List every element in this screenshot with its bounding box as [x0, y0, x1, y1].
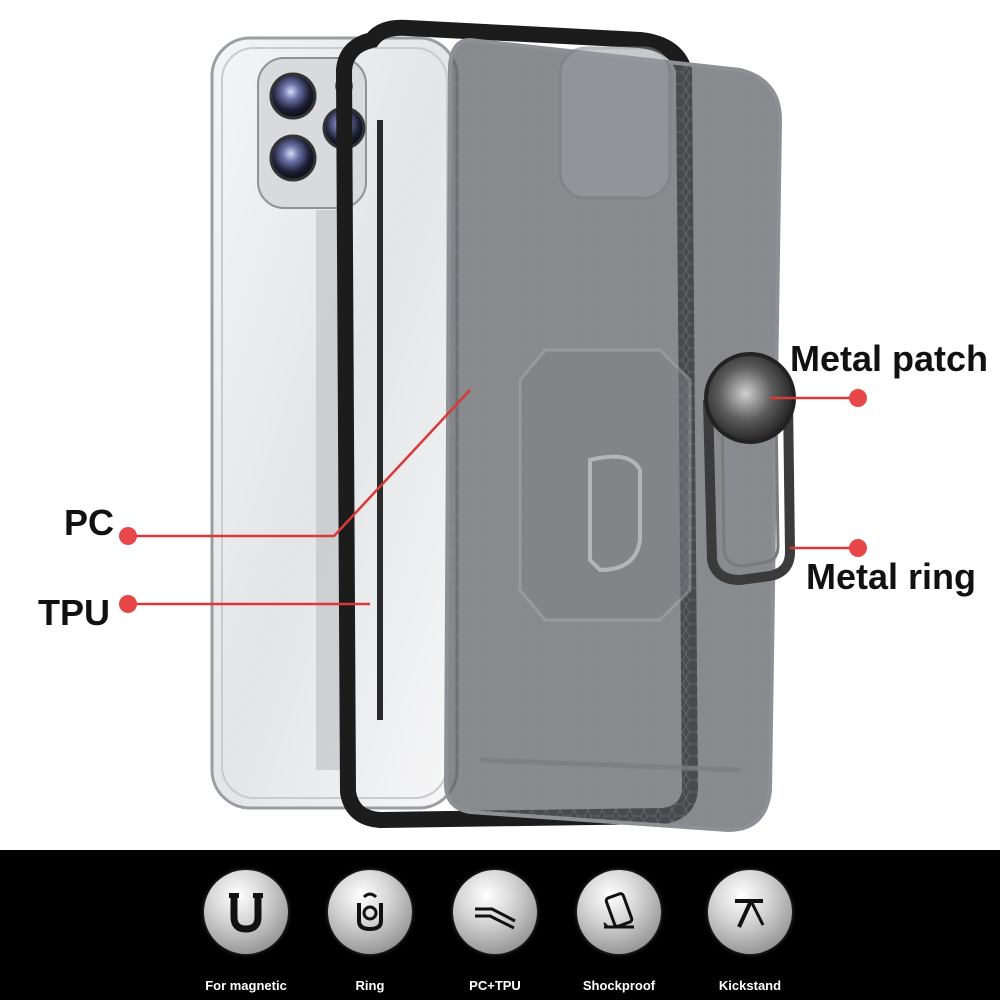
callout-metal-patch: Metal patch — [790, 338, 989, 379]
feature-label: For magnetic — [205, 978, 287, 993]
metal-ring-holder — [703, 352, 796, 586]
callout-dot — [119, 595, 137, 613]
ring-holder-icon — [328, 870, 412, 954]
product-illustration — [119, 19, 867, 833]
camera-lens-icon — [269, 134, 317, 182]
feature-shockproof: Shockproof — [554, 862, 684, 993]
feature-pc-tpu: PC+TPU — [430, 862, 560, 993]
feature-magnetic: For magnetic — [181, 862, 311, 993]
magnet-icon — [204, 870, 288, 954]
layers-icon — [453, 870, 537, 954]
callout-metal-ring: Metal ring — [806, 556, 977, 597]
pc-shell — [443, 37, 783, 833]
callout-dot — [119, 527, 137, 545]
kickstand-icon — [708, 870, 792, 954]
callout-lines — [119, 389, 867, 613]
callout-dot — [849, 389, 867, 407]
feature-kickstand: Kickstand — [685, 862, 815, 993]
feature-label: PC+TPU — [469, 978, 521, 993]
callout-tpu: TPU — [38, 592, 110, 633]
callout-pc: PC — [64, 502, 115, 543]
feature-label: Ring — [355, 978, 385, 993]
product-hero: Metal patch Metal ring PC TPU — [38, 19, 989, 833]
callout-dot — [849, 539, 867, 557]
feature-bar: For magnetic Ring PC+TPU — [0, 850, 1000, 1000]
shockproof-phone-icon — [577, 870, 661, 954]
camera-lens-icon — [269, 72, 317, 120]
phone-body — [210, 36, 459, 810]
feature-ring: Ring — [305, 862, 435, 993]
feature-label: Kickstand — [718, 978, 782, 993]
feature-label: Shockproof — [582, 978, 656, 993]
